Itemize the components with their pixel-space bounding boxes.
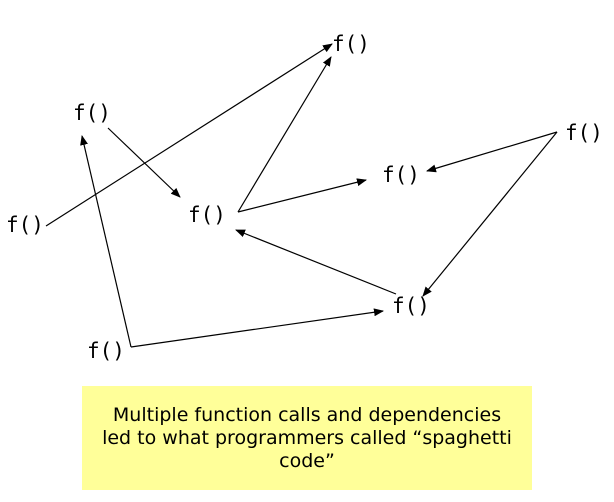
caption-text: Multiple function calls and dependencies… [102, 403, 512, 472]
function-node-n3: f() [6, 213, 44, 237]
nodes-layer: f() f() f() f() f() f() f() f() [6, 32, 603, 363]
function-node-n6: f() [382, 163, 420, 187]
function-node-n8: f() [87, 339, 125, 363]
call-arrow-n4-to-n6 [237, 178, 367, 213]
call-arrow-n7-to-n4 [235, 229, 397, 295]
function-node-n5: f() [565, 121, 603, 145]
call-arrow-n2-to-n1 [80, 135, 132, 348]
function-node-n1: f() [332, 32, 370, 56]
call-arrow-n8-to-n7 [130, 308, 384, 348]
caption-box: Multiple function calls and dependencies… [82, 386, 532, 490]
call-arrow-n8-to-n3 [45, 43, 333, 227]
function-node-n2: f() [73, 101, 111, 125]
call-arrow-n5-to-n6 [426, 131, 558, 173]
call-arrow-n3-to-n4 [107, 127, 181, 198]
spaghetti-call-diagram: f() f() f() f() f() f() f() f() [6, 32, 603, 363]
call-arrow-n4-to-n1 [237, 56, 332, 213]
function-node-n4: f() [188, 203, 226, 227]
function-node-n7: f() [392, 294, 430, 318]
edges-layer [45, 43, 558, 348]
call-arrow-n5-to-n7 [422, 131, 558, 297]
